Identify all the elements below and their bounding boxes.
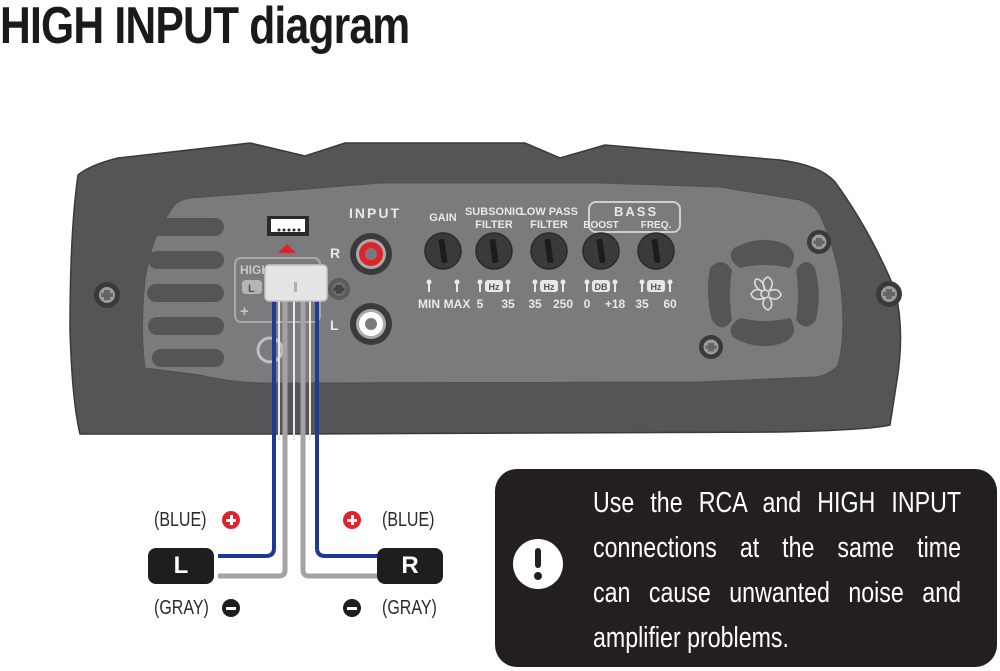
right-positive-label: (BLUE) xyxy=(382,509,435,531)
range-min-label: 35 xyxy=(528,297,542,311)
tick-marker xyxy=(479,284,481,292)
warning-line: amplifier problems. xyxy=(593,622,789,654)
range-max-label: 60 xyxy=(663,297,677,311)
range-max-label: 35 xyxy=(501,297,515,311)
rca-jack-left xyxy=(350,303,392,345)
control-label: LOW PASS xyxy=(520,206,578,218)
rca-left-label: L xyxy=(330,317,339,333)
tick-marker xyxy=(456,284,458,292)
control-knob[interactable] xyxy=(530,232,568,270)
warning-line: connections at the same time xyxy=(593,532,961,564)
control-label: BOOST xyxy=(583,220,619,231)
tick-marker xyxy=(477,279,483,285)
range-min-label: 0 xyxy=(584,297,591,311)
tick-marker xyxy=(639,279,645,285)
left-channel-badge: L xyxy=(148,548,214,584)
left-positive-label: (BLUE) xyxy=(154,509,207,531)
control-label: FREQ. xyxy=(641,220,672,231)
tick-marker xyxy=(562,284,564,292)
screw-icon xyxy=(94,282,120,308)
unit-label: Hz xyxy=(651,282,662,292)
unit-label: Hz xyxy=(489,282,500,292)
page-title: HIGH INPUT diagram xyxy=(0,0,410,55)
fan-vent xyxy=(707,239,819,347)
warning-line: Use the RCA and HIGH INPUT xyxy=(593,487,961,519)
tick-marker xyxy=(426,279,432,285)
tick-marker xyxy=(534,284,536,292)
control-label: FILTER xyxy=(475,219,513,231)
warning-box: Use the RCA and HIGH INPUT connections a… xyxy=(495,469,997,667)
bass-group-label: BASS xyxy=(614,204,658,219)
tick-marker xyxy=(560,279,566,285)
rca-jack-right xyxy=(350,233,392,275)
screw-icon xyxy=(807,230,831,254)
tick-marker xyxy=(612,279,618,285)
unit-label: DB xyxy=(595,282,608,292)
control-knob[interactable] xyxy=(637,232,675,270)
tick-marker xyxy=(669,284,671,292)
screw-icon xyxy=(876,281,902,307)
screw-icon xyxy=(328,278,350,300)
positive-icon xyxy=(343,511,361,529)
range-min-label: 5 xyxy=(477,297,484,311)
unit-badge xyxy=(485,280,503,292)
tick-marker xyxy=(532,279,538,285)
control-knob[interactable] xyxy=(582,232,620,270)
connector-arrow-icon xyxy=(278,244,296,253)
range-max-label: 250 xyxy=(553,297,573,311)
tick-marker xyxy=(614,284,616,292)
tick-marker xyxy=(586,284,588,292)
tick-marker xyxy=(641,284,643,292)
positive-icon xyxy=(222,511,240,529)
control-knob[interactable] xyxy=(475,232,513,270)
tick-marker xyxy=(505,279,511,285)
warning-text: Use the RCA and HIGH INPUT connections a… xyxy=(593,481,961,661)
exclamation-icon xyxy=(513,539,563,589)
right-negative-label: (GRAY) xyxy=(382,597,437,619)
tick-marker xyxy=(454,279,460,285)
tick-marker xyxy=(584,279,590,285)
range-min-label: MIN xyxy=(418,297,440,311)
high-input-channel: L xyxy=(248,283,255,295)
high-input-socket xyxy=(267,216,309,236)
negative-icon xyxy=(222,599,240,617)
unit-badge xyxy=(592,280,610,292)
screw-icon xyxy=(699,335,723,359)
unit-badge xyxy=(540,280,558,292)
bass-group-box xyxy=(588,201,681,233)
warning-line: can cause unwanted noise and xyxy=(593,577,961,609)
tick-marker xyxy=(507,284,509,292)
negative-icon xyxy=(343,599,361,617)
unit-badge xyxy=(647,280,665,292)
decorative-ring xyxy=(256,336,284,364)
plus-sign: + xyxy=(240,303,249,320)
right-channel-badge: R xyxy=(377,548,443,584)
control-label: GAIN xyxy=(429,212,457,224)
control-label: FILTER xyxy=(530,219,568,231)
range-max-label: +18 xyxy=(605,297,626,311)
vent-slots xyxy=(147,218,224,367)
left-negative-label: (GRAY) xyxy=(154,597,209,619)
range-min-label: 35 xyxy=(635,297,649,311)
control-label: SUBSONIC xyxy=(465,206,523,218)
tick-marker xyxy=(667,279,673,285)
unit-label: Hz xyxy=(544,282,555,292)
tick-marker xyxy=(428,284,430,292)
wire-harness xyxy=(218,300,381,579)
control-knob[interactable] xyxy=(424,232,462,270)
rca-right-label: R xyxy=(330,245,340,261)
high-input-plug xyxy=(264,264,328,302)
fan-icon xyxy=(750,276,782,311)
range-max-label: MAX xyxy=(444,297,471,311)
input-label: INPUT xyxy=(349,205,401,221)
